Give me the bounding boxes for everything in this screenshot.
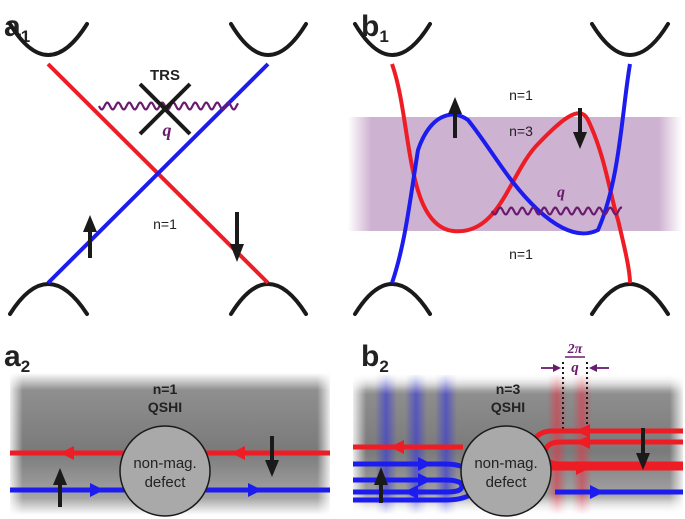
panel-a1: a1 TRS q n=1 bbox=[4, 10, 308, 316]
spin-down-arrow bbox=[230, 212, 244, 262]
filling-label-middle: n=3 bbox=[509, 123, 533, 139]
q-label: q bbox=[557, 184, 565, 201]
panel-a2: a2 n=1 QSHI non-mag. defect bbox=[4, 340, 330, 517]
valence-band-left bbox=[353, 282, 432, 316]
defect-label-line1: non-mag. bbox=[133, 455, 196, 472]
direction-arrow-blue bbox=[418, 457, 432, 471]
direction-arrow-blue bbox=[404, 485, 418, 499]
conduction-band-right bbox=[590, 22, 670, 57]
period-indicator: 2π q bbox=[541, 342, 609, 430]
spin-down-arrow bbox=[573, 108, 587, 149]
defect-circle bbox=[119, 425, 211, 517]
direction-arrow-red bbox=[576, 424, 590, 438]
direction-arrow-blue bbox=[418, 473, 432, 487]
defect-label-line2: defect bbox=[486, 474, 528, 491]
edge-state-red bbox=[390, 63, 632, 284]
phase-label: QSHI bbox=[491, 399, 525, 415]
valence-band-right bbox=[590, 282, 670, 316]
spin-down-arrow bbox=[636, 428, 650, 470]
edge-state-blue bbox=[46, 62, 270, 285]
scattering-wave bbox=[98, 101, 239, 111]
conduction-band-left bbox=[8, 22, 89, 57]
direction-arrow-blue-right bbox=[248, 483, 262, 497]
panel-label-a2: a2 bbox=[4, 340, 30, 376]
valence-band-right bbox=[229, 282, 308, 316]
q-label: q bbox=[163, 120, 172, 140]
direction-arrow-red-right bbox=[231, 446, 245, 460]
spin-up-arrow bbox=[374, 467, 388, 503]
filling-label-bottom: n=1 bbox=[509, 246, 533, 262]
valence-band-left bbox=[8, 282, 89, 316]
direction-arrow-blue-left bbox=[90, 483, 104, 497]
direction-arrow-red bbox=[576, 461, 590, 475]
conduction-band-right bbox=[229, 22, 308, 57]
edge-state-blue bbox=[390, 63, 632, 284]
panel-label-a1: a1 bbox=[4, 10, 30, 46]
spin-up-arrow bbox=[448, 97, 462, 138]
period-denominator: q bbox=[571, 360, 579, 376]
scattering-wave bbox=[491, 206, 623, 216]
spin-up-arrow bbox=[53, 468, 67, 507]
direction-arrow-red bbox=[390, 440, 404, 454]
defect-circle bbox=[460, 425, 552, 517]
direction-arrow-red-left bbox=[60, 446, 74, 460]
filling-label: n=1 bbox=[153, 381, 178, 397]
filling-label: n=3 bbox=[496, 381, 521, 397]
panel-b1: b1 q n=1 n=3 n=1 bbox=[348, 10, 682, 316]
panel-b2: b2 n=3 QSHI 2π q bbox=[353, 340, 683, 517]
direction-arrow-blue bbox=[590, 485, 604, 499]
spin-up-arrow bbox=[83, 215, 97, 258]
filling-label: n=1 bbox=[153, 216, 177, 232]
panel-label-b1: b1 bbox=[361, 10, 389, 46]
filling-label-top: n=1 bbox=[509, 87, 533, 103]
defect-label-line2: defect bbox=[145, 474, 187, 491]
spin-down-arrow bbox=[265, 436, 279, 477]
period-numerator: 2π bbox=[567, 342, 583, 357]
panel-label-b2: b2 bbox=[361, 340, 389, 376]
trs-label: TRS bbox=[150, 67, 180, 84]
phase-label: QSHI bbox=[148, 399, 182, 415]
conduction-band-left bbox=[353, 22, 432, 57]
defect-label-line1: non-mag. bbox=[474, 455, 537, 472]
direction-arrow-red bbox=[576, 435, 590, 449]
trs-cross-line-2 bbox=[138, 82, 192, 136]
